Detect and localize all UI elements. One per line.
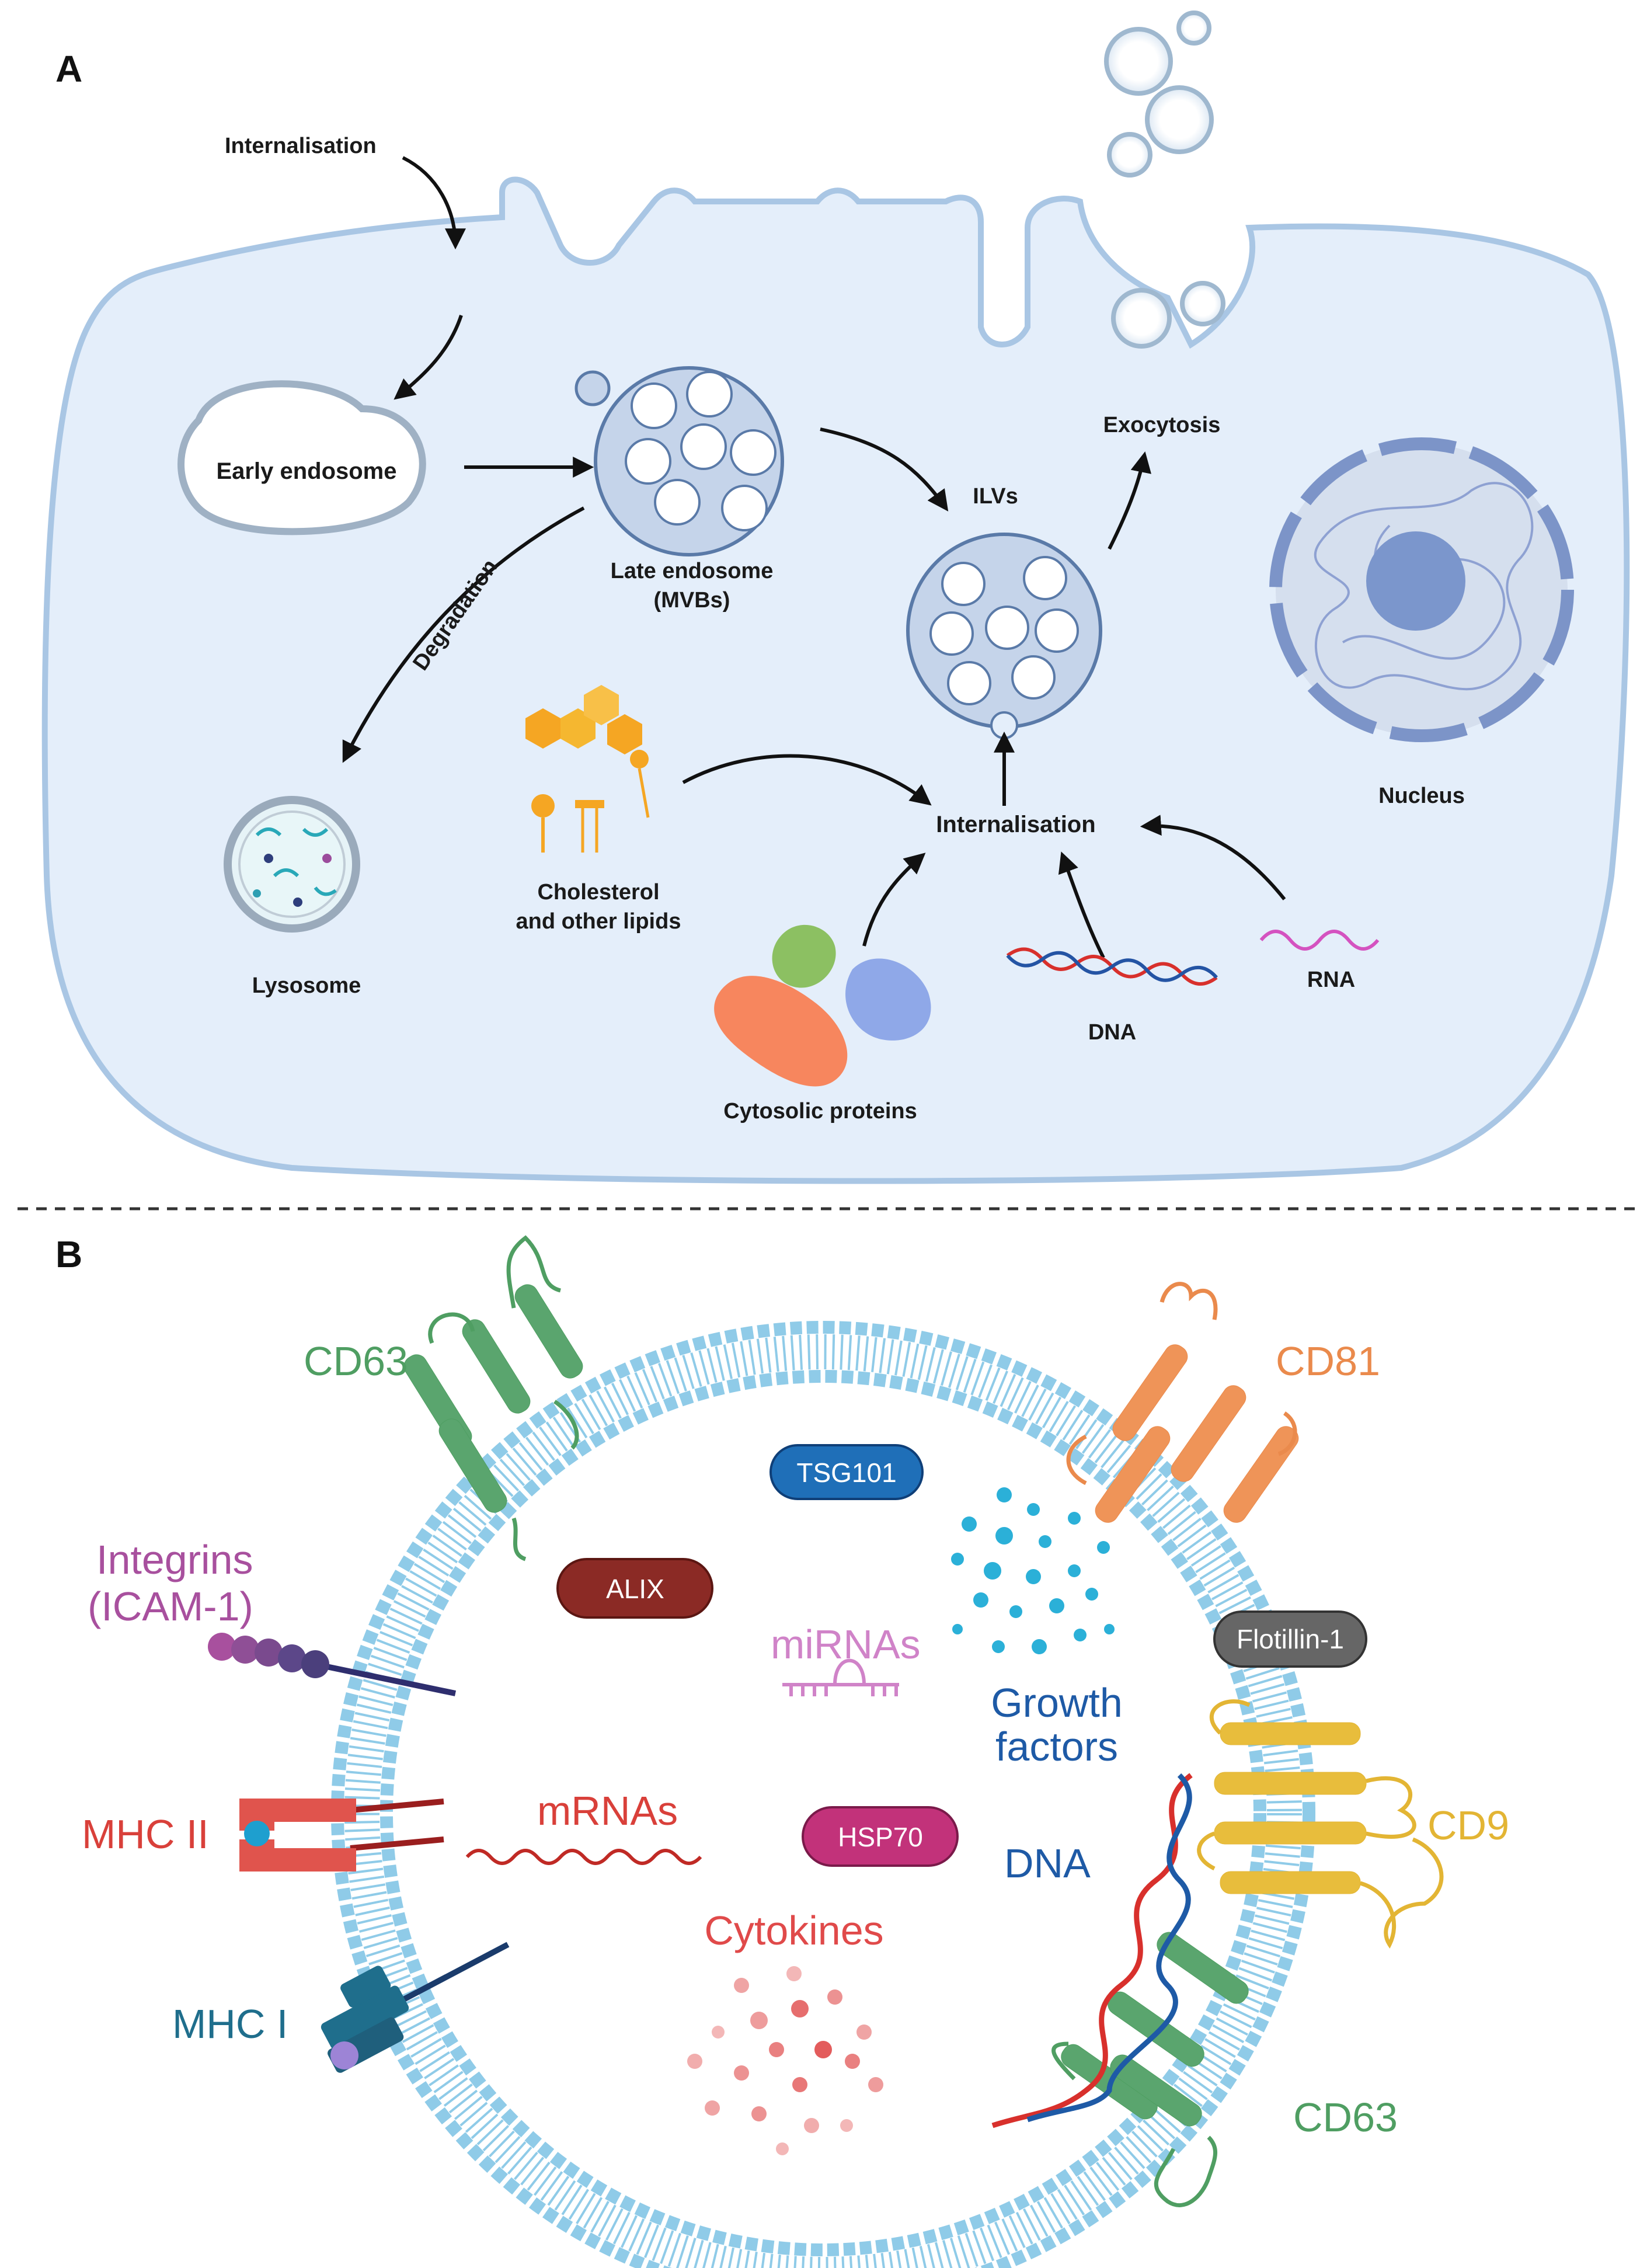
tsg101-pill: TSG101 [769,1444,924,1500]
internalisation-arrow [402,156,466,250]
hsp70-label: HSP70 [838,1822,923,1852]
cd63-protein-top [403,1235,583,1561]
lysosome: Lysosome [224,796,361,998]
lipids-to-internalisation-arrow [682,754,932,806]
panel-a-letter: A [55,48,82,90]
cd81-protein [1066,1282,1299,1523]
proteins-to-internalisation-arrow [862,853,926,947]
growth-factor-dots [951,1487,1115,1654]
mhc1-label: MHC I [172,2001,288,2047]
rna-strand [1259,930,1380,951]
cytosolic-proteins-label: Cytosolic proteins [723,1099,917,1123]
mirna-hairpin [782,1658,899,1696]
dna-helix [1006,947,1218,986]
dna-label-a: DNA [1088,1020,1136,1045]
flotillin-label: Flotillin-1 [1237,1624,1344,1654]
cytosolic-proteins [714,924,931,1087]
nucleus: Nucleus [1269,437,1574,808]
rna-to-internalisation-arrow [1140,815,1286,900]
degradation-arrow [342,506,585,763]
cd9-protein [1197,1699,1444,1949]
late-endosome-label: Late endosome [611,559,774,583]
late-endosome-sublabel: (MVBs) [654,588,730,613]
cd63-top-label: CD63 [304,1338,408,1384]
ilvs-label: ILVs [973,484,1018,509]
early-endosome: Early endosome [177,380,426,535]
cholesterol-lipids: Cholesterol and other lipids [516,685,681,934]
panel-b-letter: B [55,1233,82,1275]
internalisation-center-label: Internalisation [936,812,1095,837]
mhc2-protein [239,1799,444,1872]
dna-label-b: DNA [1004,1841,1091,1886]
dna-to-internalisation-arrow [1058,851,1105,959]
mhc2-label: MHC II [82,1811,209,1857]
tsg101-label: TSG101 [796,1457,896,1488]
rna-label: RNA [1307,968,1355,992]
flotillin-pill: Flotillin-1 [1213,1610,1367,1668]
nucleus-label: Nucleus [1378,784,1465,808]
late-endosome: Late endosome (MVBs) [574,366,784,613]
cd9-label: CD9 [1427,1803,1509,1848]
cd81-label: CD81 [1276,1338,1380,1384]
growth-factors-sublabel: factors [995,1724,1118,1769]
mrna-strand [465,1849,702,1865]
alix-pill: ALIX [556,1558,713,1619]
cholesterol-sublabel: and other lipids [516,909,681,934]
exocytosis-label: Exocytosis [1103,413,1221,437]
lysosome-label: Lysosome [252,973,361,998]
internalisation-top-label: Internalisation [225,134,377,158]
integrins-label: Integrins [96,1537,253,1582]
ilvs-to-exocytosis-arrow [1108,451,1151,550]
cell-membrane [41,176,1630,1184]
cytokine-dots [687,1966,883,2155]
dna-helix-b [991,1773,1193,2128]
integrins-sublabel: (ICAM-1) [88,1584,253,1629]
cytokines-label: Cytokines [704,1908,883,1953]
integrin-protein [208,1633,457,1696]
growth-factors-label: Growth [991,1680,1123,1726]
ilvs-body: ILVs [906,484,1102,739]
early-endosome-label: Early endosome [216,458,396,484]
cholesterol-label: Cholesterol [537,880,659,905]
mrnas-label: mRNAs [537,1788,678,1834]
exocytosis-vesicles [1104,11,1225,349]
late-to-ilvs-arrow [820,427,949,512]
hsp70-pill: HSP70 [802,1806,959,1867]
to-early-endosome-arrow [394,315,463,400]
cd63-bottom-label: CD63 [1293,2095,1398,2140]
alix-label: ALIX [606,1574,664,1604]
mhc1-protein [321,1942,510,2073]
